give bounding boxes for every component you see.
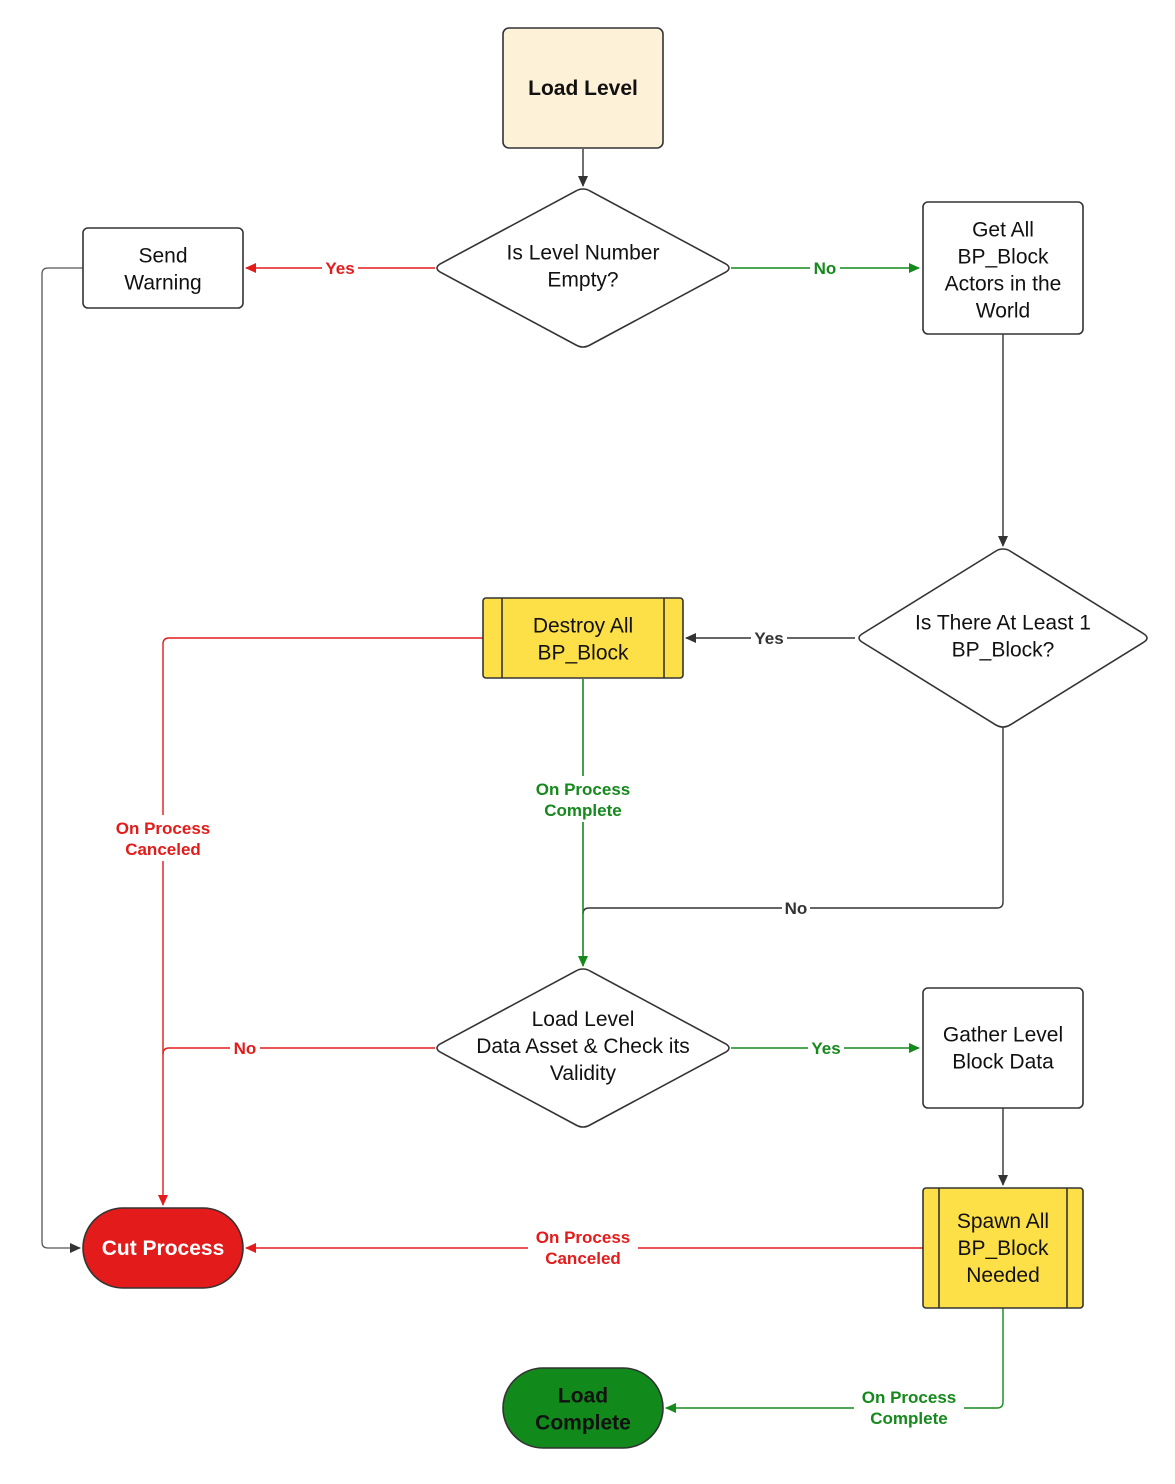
node-send-warning-label-line: Send bbox=[138, 244, 187, 267]
edge-label-atleast-yes-line: Yes bbox=[754, 629, 783, 648]
edge-label-atleast-no: No bbox=[785, 899, 808, 918]
edge-label-spawn-complete-line: On Process bbox=[862, 1388, 957, 1407]
node-get-all-label-line: World bbox=[976, 299, 1030, 322]
edge-destroy-canceled bbox=[158, 637, 483, 1206]
edge-label-asset-no-line: No bbox=[234, 1039, 257, 1058]
edge-label-destroy-complete-line: Complete bbox=[544, 801, 621, 820]
node-get-all-label-line: BP_Block bbox=[957, 245, 1049, 268]
edge-label-atleast-yes: Yes bbox=[754, 629, 783, 648]
edge-label-empty-yes-line: Yes bbox=[325, 259, 354, 278]
node-gather-label-line: Block Data bbox=[952, 1050, 1054, 1073]
node-load-asset-label-line: Load Level bbox=[532, 1008, 635, 1031]
edge-label-empty-no: No bbox=[814, 259, 837, 278]
node-gather-label-line: Gather Level bbox=[943, 1023, 1063, 1046]
node-cut-process-label: Cut Process bbox=[102, 1237, 225, 1260]
edge-warning-to-cut bbox=[41, 267, 83, 1253]
edge-spawn-complete bbox=[665, 1308, 1004, 1413]
edge-label-spawn-canceled-line: On Process bbox=[536, 1228, 631, 1247]
node-level-empty-label-line: Is Level Number bbox=[507, 241, 660, 264]
edge-label-spawn-canceled-line: Canceled bbox=[545, 1249, 621, 1268]
edge-label-asset-yes: Yes bbox=[811, 1039, 840, 1058]
edge-label-destroy-complete-line: On Process bbox=[536, 780, 631, 799]
node-level-empty-label-line: Empty? bbox=[547, 268, 618, 291]
node-cut-process-label-line: Cut Process bbox=[102, 1237, 225, 1260]
edge-atleast-no bbox=[582, 726, 1004, 915]
node-spawn-all-label-line: BP_Block bbox=[957, 1237, 1049, 1260]
node-load-level-label-line: Load Level bbox=[528, 77, 638, 100]
edge-label-destroy-canceled-line: On Process bbox=[116, 819, 211, 838]
node-at-least-one-label-line: BP_Block? bbox=[952, 638, 1055, 661]
node-at-least-one-label-line: Is There At Least 1 bbox=[915, 611, 1091, 634]
node-at-least-one-decision[interactable]: Is There At Least 1 BP_Block? bbox=[858, 548, 1148, 728]
node-spawn-all-label-line: Needed bbox=[966, 1264, 1040, 1287]
node-send-warning-label-line: Warning bbox=[124, 271, 201, 294]
node-load-complete-label-line: Complete bbox=[535, 1411, 631, 1434]
node-load-complete-label-line: Load bbox=[558, 1384, 608, 1407]
edge-label-spawn-complete-line: Complete bbox=[870, 1409, 947, 1428]
node-destroy-all-label-line: Destroy All bbox=[533, 614, 633, 637]
node-load-asset-label-line: Validity bbox=[550, 1062, 617, 1085]
node-get-all-label-line: Actors in the bbox=[945, 272, 1062, 295]
node-destroy-all-label-line: BP_Block bbox=[537, 641, 629, 664]
edge-label-empty-yes: Yes bbox=[325, 259, 354, 278]
node-get-all-label-line: Get All bbox=[972, 218, 1034, 241]
node-at-least-one-label: Is There At Least 1 BP_Block? bbox=[915, 611, 1091, 661]
edge-label-atleast-no-line: No bbox=[785, 899, 808, 918]
edge-label-empty-no-line: No bbox=[814, 259, 837, 278]
node-spawn-all-label-line: Spawn All bbox=[957, 1210, 1049, 1233]
node-load-level-label: Load Level bbox=[528, 77, 638, 100]
node-load-asset-label-line: Data Asset & Check its bbox=[476, 1035, 690, 1058]
edge-asset-no bbox=[162, 1047, 435, 1055]
edge-label-destroy-canceled-line: Canceled bbox=[125, 840, 201, 859]
edge-label-asset-yes-line: Yes bbox=[811, 1039, 840, 1058]
node-cut-process[interactable]: Cut Process bbox=[82, 1207, 244, 1289]
edge-label-asset-no: No bbox=[234, 1039, 257, 1058]
node-load-level[interactable]: Load Level bbox=[502, 27, 664, 149]
